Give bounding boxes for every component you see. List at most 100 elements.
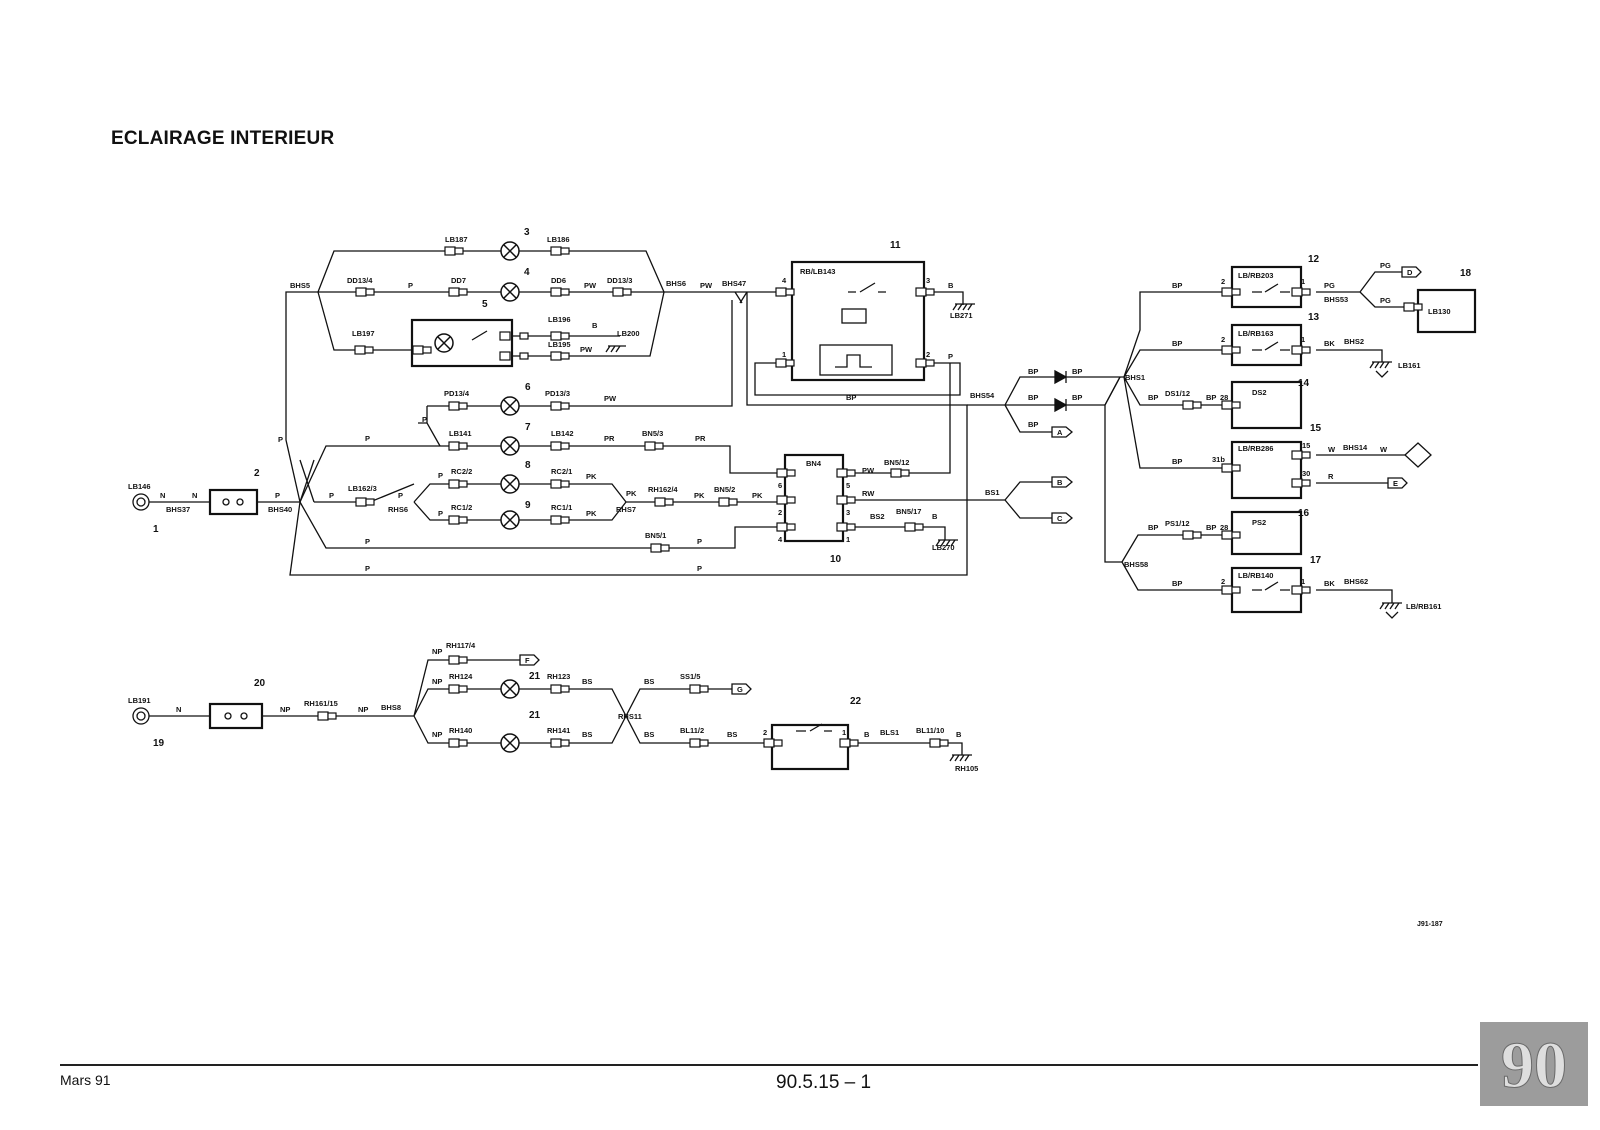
component-number: 16 <box>1298 508 1310 519</box>
label: PW <box>604 394 617 403</box>
footer-date: Mars 91 <box>60 1072 111 1088</box>
label: RC2/2 <box>451 467 472 476</box>
pin-number: 3 <box>926 276 930 285</box>
label: N <box>192 491 197 500</box>
label: P <box>422 415 427 424</box>
wires-upper <box>149 250 1418 603</box>
pin-number: 3 <box>846 508 850 517</box>
label: P <box>278 435 283 444</box>
label: P <box>438 471 443 480</box>
lamp-9 <box>500 510 520 530</box>
component-number: 15 <box>1310 423 1322 434</box>
label: PD13/3 <box>545 389 570 398</box>
switch-13 <box>1230 323 1303 367</box>
section-tab[interactable]: 90 <box>1480 1022 1588 1106</box>
label: BS <box>727 730 737 739</box>
switch-22 <box>770 723 850 771</box>
component-number: 4 <box>524 267 530 278</box>
label: P <box>398 491 403 500</box>
connectors <box>317 246 1423 748</box>
label: LB195 <box>548 340 571 349</box>
lamp-5-box <box>410 318 514 368</box>
label: DS2 <box>1252 388 1267 397</box>
label: PK <box>586 472 597 481</box>
label: RH117/4 <box>446 641 476 650</box>
pin-number: 2 <box>763 728 767 737</box>
component-number: 8 <box>525 460 531 471</box>
pin-label: C <box>1057 514 1063 523</box>
label: P <box>329 491 334 500</box>
label: BN4 <box>806 459 822 468</box>
label: DD13/3 <box>607 276 632 285</box>
pin-number: 2 <box>1221 335 1225 344</box>
lamp-21a <box>500 679 520 699</box>
label: BS <box>582 677 592 686</box>
label: DD6 <box>551 276 566 285</box>
label: W <box>1328 445 1336 454</box>
label: PS1/12 <box>1165 519 1190 528</box>
ds2-14 <box>1230 380 1303 430</box>
label: BN5/17 <box>896 507 921 516</box>
label: BP <box>1172 339 1182 348</box>
label: DS1/12 <box>1165 389 1190 398</box>
label: P <box>365 434 370 443</box>
label: BP <box>1172 457 1182 466</box>
label: BHS54 <box>970 391 995 400</box>
symbols <box>132 266 1432 762</box>
label: BN5/1 <box>645 531 666 540</box>
label: RH162/4 <box>648 485 678 494</box>
component-number: 2 <box>254 468 260 479</box>
pin-label: F <box>525 656 530 665</box>
pin-number: 2 <box>778 508 782 517</box>
lamp-21b <box>500 733 520 753</box>
label: BHS58 <box>1124 560 1148 569</box>
label: W <box>1380 445 1388 454</box>
label: BHS14 <box>1343 443 1368 452</box>
label: PK <box>752 491 763 500</box>
label: BP <box>1028 420 1038 429</box>
label: BHS53 <box>1324 295 1348 304</box>
label: BS <box>644 677 654 686</box>
label: RH140 <box>449 726 472 735</box>
label: BHS62 <box>1344 577 1368 586</box>
label: BN5/3 <box>642 429 663 438</box>
label: BL11/10 <box>916 726 944 735</box>
label: RHS11 <box>618 712 642 721</box>
label: NP <box>280 705 290 714</box>
label: BS <box>582 730 592 739</box>
label: BP <box>846 393 856 402</box>
pin-number: 1 <box>782 350 786 359</box>
label: PK <box>626 489 637 498</box>
lamp-7 <box>500 436 520 456</box>
lamps <box>434 241 520 753</box>
component-number: 6 <box>525 382 531 393</box>
footer-page-reference: 90.5.15 – 1 <box>776 1072 872 1093</box>
label: BHS37 <box>166 505 190 514</box>
label: RHS6 <box>388 505 408 514</box>
module-11 <box>790 260 926 382</box>
label: BL11/2 <box>680 726 704 735</box>
pin-number: 28 <box>1220 393 1228 402</box>
label: BP <box>1206 523 1216 532</box>
component-number: 5 <box>482 299 488 310</box>
label: PG <box>1380 296 1391 305</box>
label: BP <box>1206 393 1216 402</box>
label: P <box>408 281 413 290</box>
component-number: 7 <box>525 422 531 433</box>
component-number: 20 <box>254 678 266 689</box>
label: LB271 <box>950 311 973 320</box>
label: P <box>697 537 702 546</box>
label: RW <box>862 489 875 498</box>
component-number: 11 <box>890 240 901 251</box>
label: RH124 <box>449 672 473 681</box>
pin-number: 1 <box>842 728 846 737</box>
component-number: 19 <box>153 738 165 749</box>
label: R <box>1328 472 1334 481</box>
label: LB/RB203 <box>1238 271 1273 280</box>
label: PR <box>604 434 615 443</box>
label: LB146 <box>128 482 151 491</box>
switch-12 <box>1230 265 1303 309</box>
label: P <box>697 564 702 573</box>
fuse-20 <box>208 702 264 730</box>
section-tab-number: 90 <box>1501 1029 1568 1103</box>
